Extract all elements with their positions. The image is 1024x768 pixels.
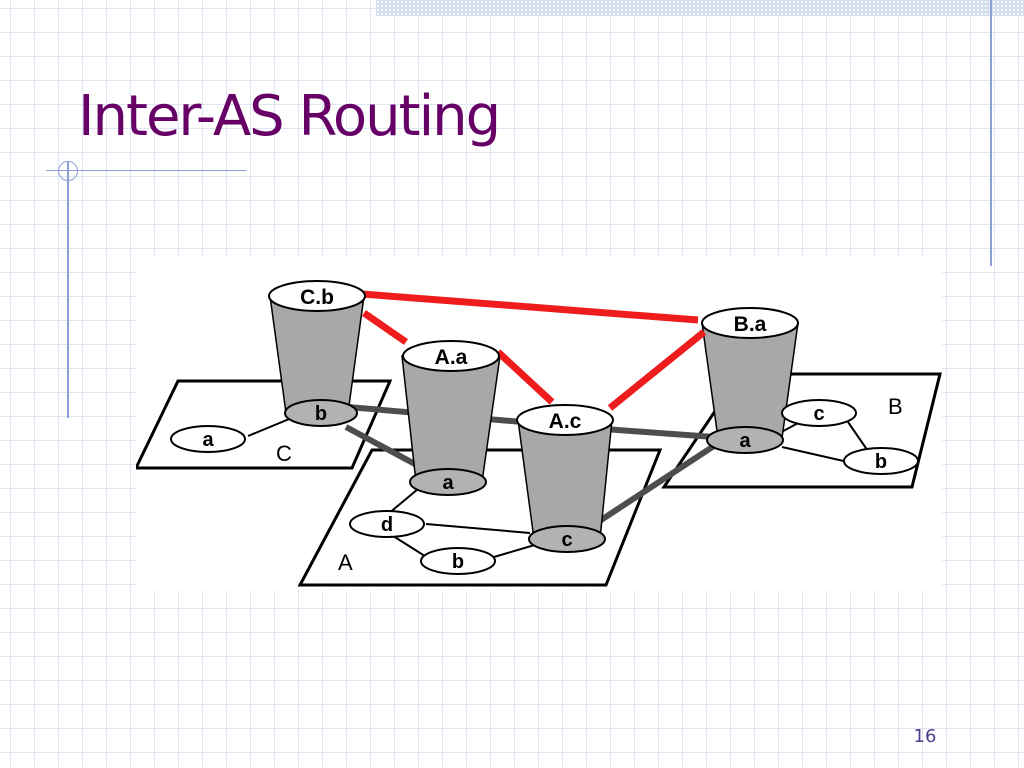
gateway-cylinders bbox=[269, 295, 799, 540]
top-ellipse-ba bbox=[701, 307, 799, 339]
decor-vertical-line-left bbox=[67, 162, 69, 418]
router-ca bbox=[170, 425, 246, 453]
decor-horizontal-line bbox=[46, 170, 246, 171]
top-decor-band bbox=[376, 0, 1024, 16]
gateway-label-cb: C.b bbox=[300, 286, 334, 309]
as-label-c: C bbox=[276, 441, 292, 466]
base-ellipse-ac bbox=[528, 525, 606, 553]
gateway-tops bbox=[268, 280, 799, 436]
top-ellipse-aa bbox=[402, 340, 500, 372]
gateway-label-ba: B.a bbox=[734, 313, 767, 336]
inter-link-cb-ba bbox=[361, 290, 699, 324]
base-ellipse-aa bbox=[409, 468, 487, 496]
cylinder-cb bbox=[269, 295, 365, 414]
inter-link-aa-ac bbox=[495, 349, 555, 405]
as-label-b: B bbox=[888, 394, 903, 419]
inter-as-diagram: C.b A.a A.c B.a b a c a a d b c b C A B bbox=[136, 256, 942, 590]
link-ca-cb bbox=[247, 416, 295, 437]
router-ad bbox=[349, 510, 425, 538]
as-plane-c bbox=[136, 379, 393, 470]
inter-as-links bbox=[361, 290, 707, 411]
cylinder-aa bbox=[401, 355, 501, 483]
diagram-svg: C.b A.a A.c B.a b a c a a d b c b C A B bbox=[136, 280, 942, 587]
router-ab bbox=[420, 547, 496, 575]
router-label-bb: b bbox=[875, 451, 887, 473]
link-ad-ab bbox=[389, 533, 429, 559]
inter-link-ac-ba bbox=[607, 329, 707, 411]
physical-links bbox=[344, 404, 722, 525]
routers bbox=[170, 399, 919, 575]
gateway-label-ac: A.c bbox=[549, 410, 582, 433]
decor-vertical-line-right bbox=[990, 0, 992, 266]
cylinder-ac bbox=[517, 419, 613, 540]
router-label-bc: c bbox=[813, 403, 824, 425]
gateway-label-aa: A.a bbox=[435, 346, 468, 369]
decor-crosshair-icon bbox=[58, 161, 78, 181]
cylinder-ba bbox=[701, 322, 799, 439]
link-ac-ba bbox=[603, 426, 715, 440]
as-label-a: A bbox=[338, 550, 353, 575]
link-ad-ac bbox=[425, 523, 531, 534]
slide-title: Inter-AS Routing bbox=[78, 84, 501, 149]
base-ellipse-cb bbox=[284, 399, 358, 427]
gateway-bases bbox=[284, 399, 784, 553]
link-ac-ba-lower bbox=[596, 439, 722, 525]
top-ellipse-cb bbox=[268, 280, 366, 312]
page-number: 16 bbox=[913, 726, 937, 747]
base-label-ac: c bbox=[561, 529, 572, 551]
router-bb bbox=[843, 447, 919, 475]
router-label-ca: a bbox=[202, 429, 214, 451]
link-ba-bb bbox=[781, 446, 849, 463]
inter-link-cb-aa bbox=[362, 310, 408, 345]
base-label-cb: b bbox=[315, 403, 327, 425]
link-cb-aa bbox=[344, 424, 428, 473]
base-label-aa: a bbox=[442, 472, 454, 494]
router-label-ab: b bbox=[452, 551, 464, 573]
router-bc bbox=[781, 399, 857, 427]
base-ellipse-ba bbox=[706, 426, 784, 454]
link-ab-ac bbox=[493, 543, 539, 558]
base-label-ba: a bbox=[739, 430, 751, 452]
router-label-ad: d bbox=[381, 514, 393, 536]
top-ellipse-ac bbox=[516, 404, 614, 436]
